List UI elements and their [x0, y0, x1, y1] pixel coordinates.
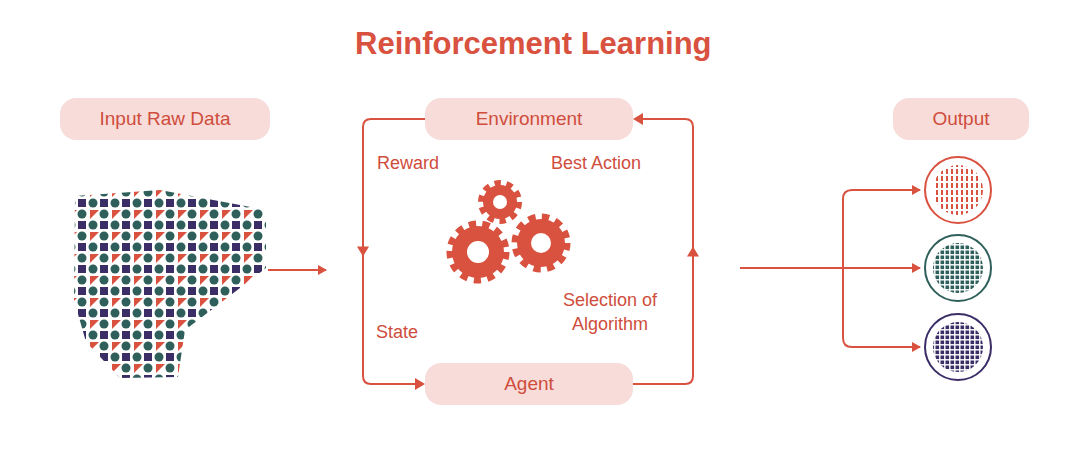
pill-text: Agent — [504, 373, 554, 395]
output-clusters — [925, 157, 991, 380]
label-pill: Input Raw Data — [60, 98, 270, 140]
arrow-head — [633, 113, 643, 125]
pill-text: Output — [932, 108, 989, 130]
pill-text: Input Raw Data — [100, 108, 231, 130]
arrow-head — [357, 247, 369, 257]
gears — [451, 184, 566, 279]
loop-label: Selection of Algorithm — [540, 288, 680, 336]
connector-line — [633, 119, 693, 384]
label-pill: Environment — [425, 98, 633, 140]
pill-text: Environment — [476, 108, 583, 130]
loop-connector — [633, 113, 699, 384]
arrow-head — [687, 247, 699, 257]
label-pill: Output — [893, 98, 1029, 140]
input-arrow — [268, 270, 326, 271]
loop-label: Best Action — [551, 151, 681, 175]
raw-data-scatter — [74, 190, 266, 378]
output-arrows — [740, 190, 920, 347]
loop-label: State — [376, 320, 446, 344]
arrow-head — [415, 378, 425, 390]
diagram-title: Reinforcement Learning — [355, 26, 712, 62]
loop-label: Reward — [377, 151, 457, 175]
label-pill: Agent — [425, 363, 633, 405]
